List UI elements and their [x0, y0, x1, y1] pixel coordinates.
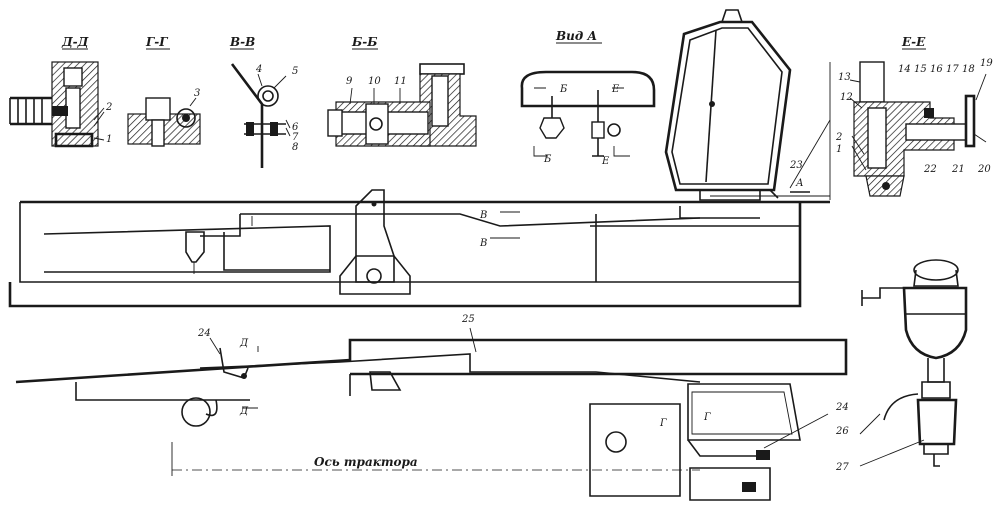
callout-22: 22: [923, 164, 937, 175]
callout-labels: 1 2 3 4 5 6 7 8 9 10 11 12 13 14 15 16 1…: [105, 58, 993, 473]
section-vv: В-В: [229, 35, 291, 168]
view-a: Вид А Б Б Е Е: [520, 29, 656, 167]
fuel-tank: [664, 9, 830, 201]
callout-4: 4: [255, 64, 262, 75]
section-bb: Б-Б: [327, 35, 477, 147]
callout-10: 10: [368, 76, 381, 87]
cut-mark-e-1: Е: [611, 84, 620, 95]
callout-6: 6: [292, 122, 299, 133]
callout-13: 13: [838, 72, 851, 83]
section-gg: Г-Г: [127, 35, 201, 147]
callout-23: 23: [789, 160, 803, 171]
tractor-axis: Ось трактора: [171, 442, 700, 476]
section-bb-title: Б-Б: [351, 35, 378, 49]
callout-18: 18: [962, 64, 975, 75]
callout-8: 8: [292, 142, 298, 153]
callout-16: 16: [930, 64, 943, 75]
callout-12: 12: [840, 92, 853, 103]
callout-17: 17: [946, 64, 959, 75]
section-dd: Д-Д: [9, 35, 105, 148]
section-gg-title: Г-Г: [145, 35, 168, 49]
callout-26: 26: [835, 426, 849, 437]
cut-mark-d-2: Д: [239, 406, 249, 417]
callout-2-ee: 2: [835, 132, 842, 143]
cut-mark-b-1: Б: [559, 84, 568, 95]
cut-mark-v-1: В: [479, 210, 487, 221]
callout-20: 20: [977, 164, 991, 175]
callout-21: 21: [951, 164, 965, 175]
callout-15: 15: [914, 64, 927, 75]
callout-5: 5: [292, 66, 298, 77]
plan-view: Д Д Г Г: [15, 327, 848, 501]
section-vv-title: В-В: [229, 35, 255, 49]
callout-7: 7: [292, 132, 299, 143]
callout-25: 25: [461, 314, 475, 325]
callout-14: 14: [898, 64, 911, 75]
cut-mark-g-2: Г: [703, 412, 711, 423]
view-a-title: Вид А: [555, 29, 597, 43]
callout-9: 9: [346, 76, 353, 87]
callout-1: 1: [106, 134, 112, 145]
cut-mark-g-1: Г: [659, 418, 667, 429]
callout-24-bottom: 24: [835, 402, 849, 413]
cut-mark-e-2: Е: [601, 156, 610, 167]
side-view-frame: В В А: [8, 178, 830, 308]
callout-11: 11: [394, 76, 407, 87]
callout-19: 19: [980, 58, 993, 69]
section-dd-title: Д-Д: [61, 35, 89, 49]
cut-mark-b-2: Б: [543, 154, 552, 165]
cut-mark-d-1: Д: [239, 338, 249, 349]
callout-27: 27: [835, 462, 849, 473]
callout-24-top: 24: [197, 328, 211, 339]
tractor-axis-label: Ось трактора: [314, 455, 418, 469]
section-ee: Е-Е: [789, 35, 987, 200]
callout-3: 3: [194, 88, 200, 99]
section-ee-title: Е-Е: [901, 35, 926, 49]
cut-mark-v-2: В: [479, 238, 487, 249]
fuel-filter: [859, 259, 968, 467]
cut-mark-a: А: [795, 178, 804, 189]
callout-1-ee: 1: [836, 144, 842, 155]
callout-2: 2: [105, 102, 112, 113]
